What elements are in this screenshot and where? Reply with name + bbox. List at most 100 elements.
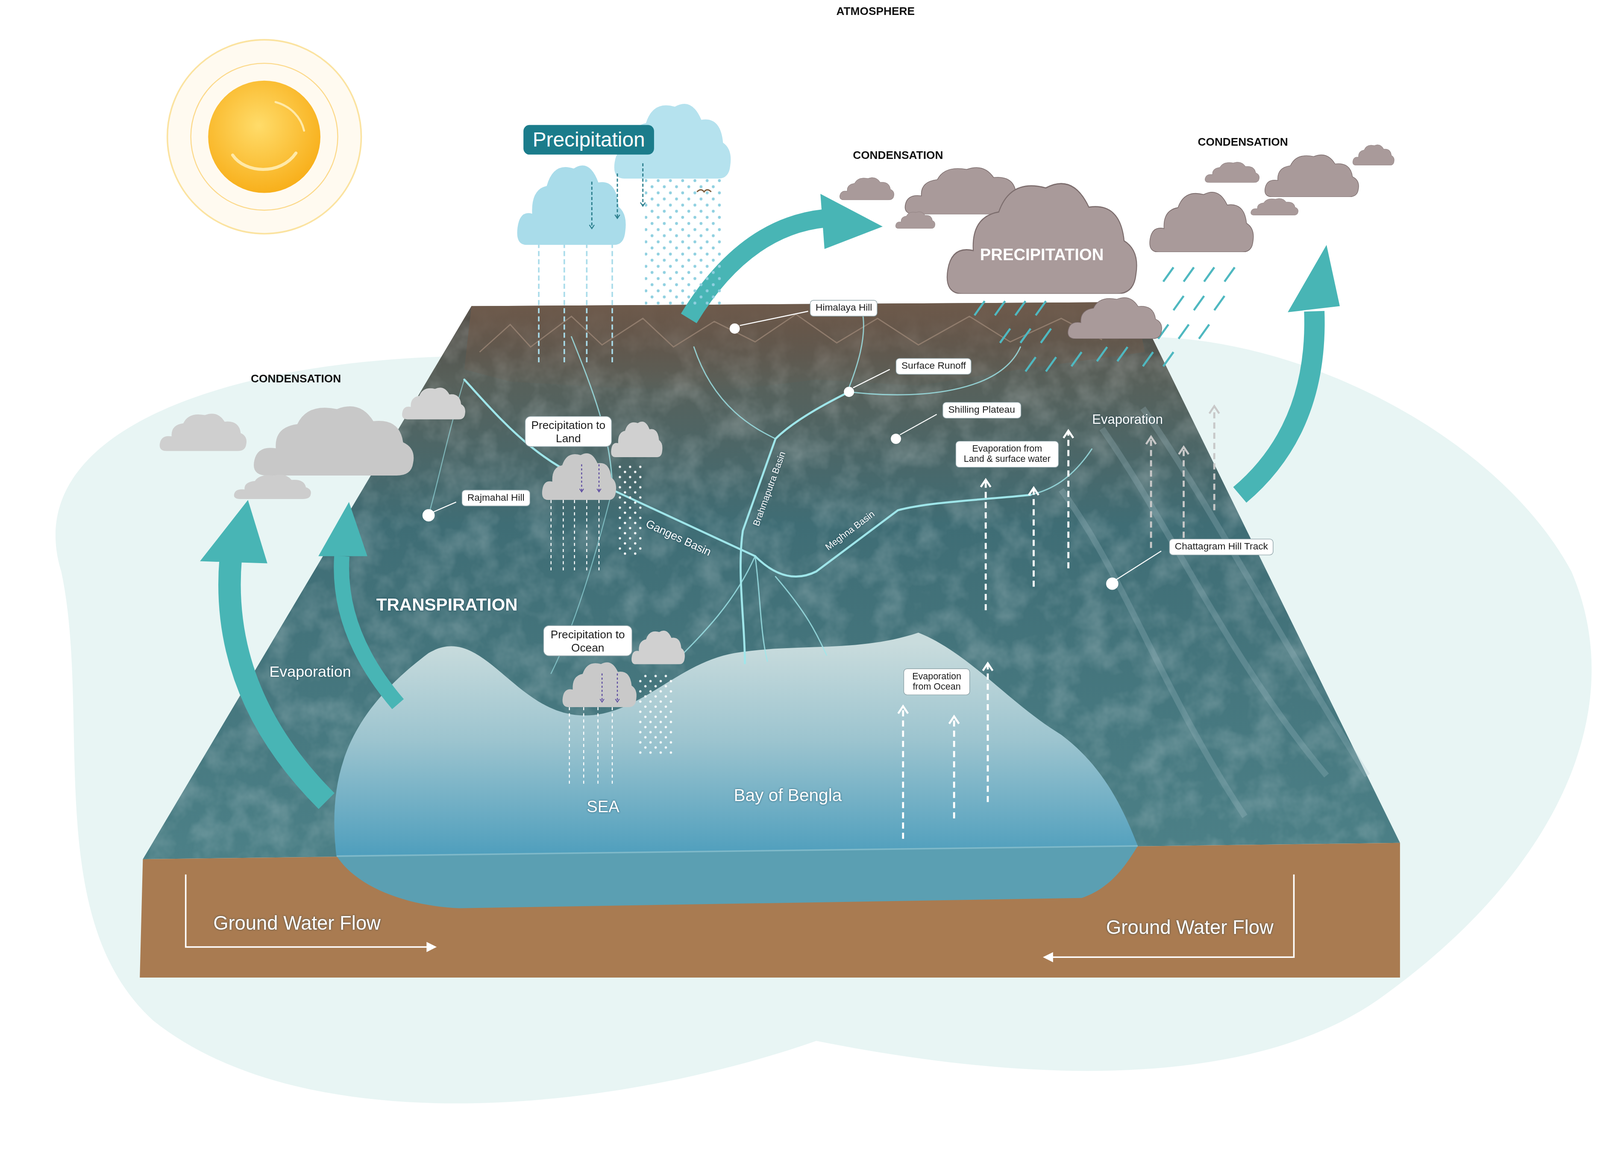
line-shape [611,707,613,786]
polygon-shape [464,302,1145,392]
line-shape [1150,436,1153,548]
use-shape [253,406,414,476]
line-shape [601,673,603,702]
g-shape [538,242,613,362]
line-shape [611,242,614,362]
cloud-shape [943,173,1140,294]
use-shape [1250,198,1299,216]
g-shape [569,707,613,786]
sea-label: SEA [586,797,620,817]
line-shape [642,163,644,206]
path-shape [673,556,827,664]
line-shape [1067,430,1070,569]
path-shape [232,152,297,170]
top-precipitation-cloud [517,103,732,363]
evaporation-label: Evaporation [1092,412,1163,429]
process-label-box: Precipitation to Land [525,416,612,447]
node-text: Rajmahal Hill [467,491,525,503]
place-label-box: Chattagram Hill Track [1169,539,1274,555]
line-shape [537,242,540,362]
ground-water-label: Ground Water Flow [213,912,381,935]
place-label-box: Shilling Plateau [942,402,1020,418]
path-shape [696,189,711,192]
polygon-shape [139,842,1401,978]
leader-lines [432,311,1162,580]
polygon-shape [820,193,883,250]
polyline-shape [185,874,429,948]
line-shape [586,242,588,362]
location-dots [422,323,1119,590]
condensation-label: CONDENSATION [852,148,943,162]
big-cycle-arrows [199,193,1340,802]
path-shape [479,314,1103,353]
node-text: PRECIPITATION [980,246,1104,265]
circle-shape [190,63,338,211]
node-text: Evaporation from Land & surface water [963,443,1051,465]
rect-shape [644,178,722,307]
use-shape [1205,161,1260,183]
path-shape [1239,311,1315,495]
place-label-box: Rajmahal Hill [462,490,530,506]
line-shape [986,663,990,802]
polygon-shape [426,941,437,952]
polyline-shape [1051,874,1294,958]
use-shape [1068,297,1162,339]
line-shape [1213,406,1216,511]
node-text: Shilling Plateau [948,403,1015,415]
circle-shape [167,39,362,234]
path-shape [739,311,809,326]
rect-shape [142,302,1401,860]
line-shape [569,707,570,786]
path-shape [740,393,847,664]
path-shape [336,845,1138,909]
polygon-shape [318,502,368,557]
circle-shape [890,433,902,444]
line-shape [953,716,956,819]
use-shape [542,453,617,500]
polygon-shape [1042,951,1054,963]
circle-shape [1106,577,1119,591]
atmosphere-title: ATMOSPHERE [836,4,915,18]
line-shape [598,499,600,572]
evaporation-label: Evaporation [269,662,351,681]
place-label-box: Himalaya Hill [810,300,878,316]
transpiration-label: TRANSPIRATION [376,595,518,616]
line-shape [616,673,618,702]
use-shape [234,474,312,500]
polygon-shape [199,499,268,564]
use-shape [895,211,935,229]
use-shape [402,387,466,420]
path-shape [464,379,756,556]
node-text: Precipitation to Ocean [550,628,626,654]
path-shape [229,559,327,802]
ground-water-label: Ground Water Flow [1106,916,1274,939]
line-shape [901,706,905,839]
g-shape [581,464,599,492]
condensation-label: CONDENSATION [1197,135,1288,149]
line-shape [616,173,619,219]
use-shape [1149,192,1254,253]
condensation-clouds-right [839,144,1395,339]
condensation-clouds-left [159,387,466,500]
path-shape [900,414,937,435]
line-shape [563,242,566,362]
node-text: Chattagram Hill Track [1174,540,1269,552]
process-label-box: Precipitation to Ocean [543,625,632,656]
use-shape [610,421,663,458]
circle-shape [843,386,855,397]
precipitation-box: Precipitation [523,125,655,155]
path-shape [1116,551,1162,580]
circle-shape [208,80,321,194]
use-shape [1265,155,1359,197]
line-shape [562,499,564,572]
line-shape [583,707,585,786]
node-text: Surface Runoff [901,359,966,371]
place-label-box: Surface Runoff [896,358,972,375]
path-shape [1142,267,1235,367]
node-text: Himalaya Hill [815,301,872,313]
use-shape [159,413,247,452]
use-shape [631,630,685,665]
circle-shape [729,323,740,334]
path-shape [571,311,1093,495]
